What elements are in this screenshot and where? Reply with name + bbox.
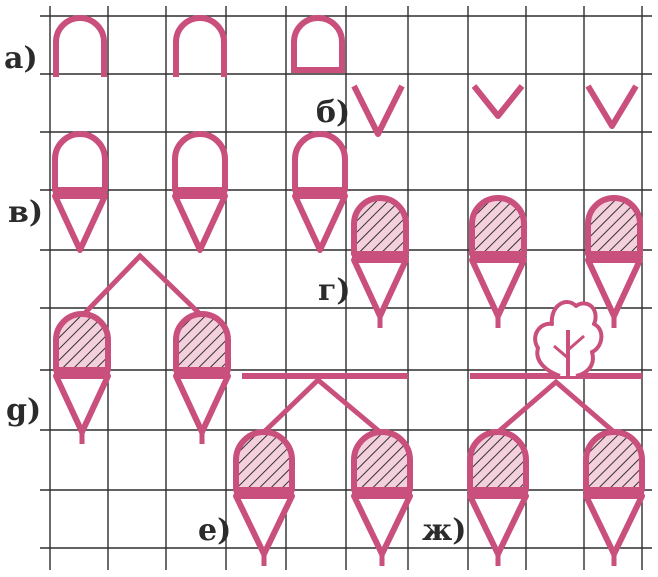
label-g: г)	[318, 276, 351, 306]
triangle-shape	[55, 196, 105, 250]
label-d: g)	[6, 396, 41, 426]
branch-connector	[264, 380, 380, 432]
v-shape	[354, 86, 402, 134]
label-e: е)	[198, 516, 231, 546]
hatched-arch	[176, 314, 228, 370]
triangle-shape	[586, 496, 642, 554]
triangle-shape	[470, 496, 526, 554]
v-shape	[474, 86, 522, 116]
triangle-shape	[236, 496, 292, 554]
arch-shape	[175, 134, 225, 190]
hatched-arch	[354, 432, 410, 490]
arch-shape	[55, 134, 105, 190]
label-v: в)	[8, 198, 43, 228]
hatched-arch	[472, 198, 524, 254]
arch-shape	[176, 18, 224, 74]
arch-shape	[294, 18, 342, 70]
arch-shape	[56, 18, 104, 74]
triangle-shape	[354, 496, 410, 554]
triangle-shape	[295, 196, 345, 250]
triangle-shape	[175, 196, 225, 250]
hatched-arch	[470, 432, 526, 490]
branch-connector	[84, 256, 200, 314]
arch-shape	[295, 134, 345, 190]
label-zh: ж)	[422, 516, 467, 546]
v-shape	[588, 86, 636, 126]
label-a: а)	[4, 44, 38, 74]
triangle-shape	[176, 376, 228, 432]
hatched-arch	[588, 198, 640, 254]
hatched-arch	[586, 432, 642, 490]
hatched-arch	[56, 314, 108, 370]
branch-connector	[498, 382, 614, 432]
label-b: б)	[316, 98, 350, 128]
triangle-shape	[56, 376, 108, 432]
hatched-arch	[354, 198, 406, 254]
hatched-arch	[236, 432, 292, 490]
